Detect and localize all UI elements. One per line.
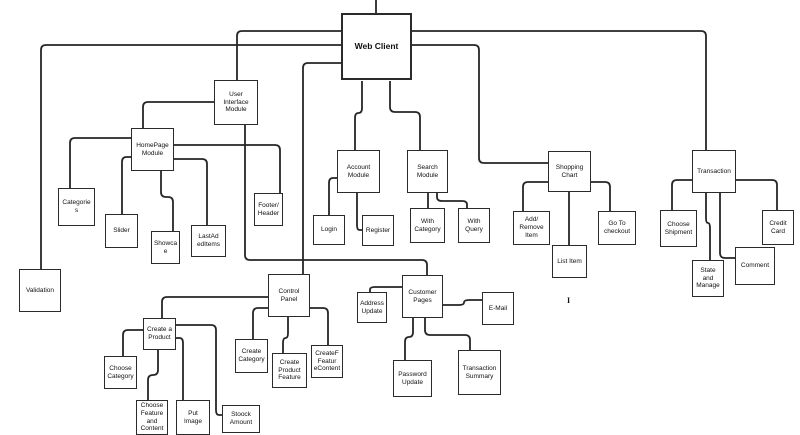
edge-transaction-state [705,193,711,260]
edge-homepage-showcase [160,171,174,231]
edge-homepage-slider [121,156,131,214]
node-choose-feature-and-content[interactable]: Choose Feature and Content [136,400,168,435]
edge-transaction-credit [736,179,778,210]
edge-webclient-uim [236,30,341,80]
node-list-item[interactable]: List Item [552,245,587,278]
edge-createproduct-putimage [176,337,184,400]
edge-transaction-shipment [671,179,692,210]
node-web-client[interactable]: Web Client [341,13,412,80]
node-search-module[interactable]: Search Module [407,150,448,193]
node-put-image[interactable]: Put Image [176,400,210,435]
edge-customerpages-transsummary [424,318,471,350]
node-choose-shipment[interactable]: Choose Shipment [660,210,697,247]
edge-customerpages-password [404,318,414,360]
node-comment[interactable]: Comment [735,247,775,285]
edge-webclient-shopping [412,44,548,164]
edge-customerpages-email [443,299,482,306]
node-last-added-items[interactable]: LastAd edItems [191,225,226,257]
edge-webclient-controlpanel [302,62,341,274]
edge-shopping-checkout [591,181,611,211]
edge-webclient-transaction [412,30,707,150]
node-account-module[interactable]: Account Module [337,150,380,193]
edge-webclient-search [389,81,421,150]
edge-transaction-comment [719,193,735,259]
node-password-update[interactable]: Password Update [393,360,432,397]
node-login[interactable]: Login [313,215,345,245]
edge-account-register [356,193,362,231]
edge-shopping-addremove [522,181,548,211]
edge-uim-customerpages [244,125,428,275]
node-create-product-feature[interactable]: Create Product Feature [272,353,307,388]
edge-controlpanel-featurecontent [310,307,329,345]
node-transaction-summary[interactable]: Transaction Summary [458,350,501,395]
edge-controlpanel-productfeature [282,317,289,353]
node-customer-pages[interactable]: Customer Pages [402,275,443,318]
node-shopping-chart[interactable]: Shopping Chart [548,151,591,192]
node-choose-category[interactable]: Choose Category [104,356,137,389]
node-address-update[interactable]: Address Update [357,292,387,323]
node-add-remove-item[interactable]: Add/ Remove Item [513,211,550,245]
node-validation[interactable]: Validation [19,269,61,312]
node-stoock-amount[interactable]: Stoock Amount [222,405,260,433]
edge-homepage-footer [174,144,281,193]
node-slider[interactable]: Slider [105,214,138,248]
node-homepage-module[interactable]: HomePage Module [131,128,174,171]
node-categories[interactable]: Categorie s [58,188,95,226]
node-register[interactable]: Register [362,215,394,246]
edge-createproduct-stoock [176,324,222,416]
edge-homepage-categories [69,137,131,188]
edge-webclient-account [354,81,363,150]
edge-homepage-lastadded [174,158,208,225]
edge-customerpages-address [369,286,402,292]
node-showcase[interactable]: Showca e [151,231,180,264]
node-create-category[interactable]: Create Category [235,339,268,373]
node-user-interface-module[interactable]: User Interface Module [214,80,258,125]
node-control-panel[interactable]: Control Panel [268,274,310,317]
edge-search-withquery [436,193,468,208]
node-state-and-manage[interactable]: State and Manage [692,260,724,297]
node-with-query[interactable]: With Query [458,208,490,243]
edge-webclient-validation [40,44,341,269]
edge-createproduct-choosefeature [147,350,159,400]
node-create-a-product[interactable]: Create a Product [143,318,176,350]
node-create-feature-content[interactable]: CreateF Featur eContent [311,345,343,378]
edge-uim-homepage [142,101,214,128]
node-credit-card[interactable]: Credit Card [762,210,794,245]
node-transaction[interactable]: Transaction [692,150,736,193]
edge-controlpanel-createproduct [161,296,268,318]
stray-mark: I [567,296,571,305]
edge-account-login [328,177,337,215]
edge-createproduct-choosecategory [122,329,143,356]
node-email[interactable]: E-Mail [482,292,514,325]
node-go-to-checkout[interactable]: Go To checkout [598,211,636,245]
edge-controlpanel-createcategory [252,307,268,339]
node-footer-header[interactable]: Footer/ Header [254,193,283,226]
node-with-category[interactable]: With Category [410,208,445,243]
